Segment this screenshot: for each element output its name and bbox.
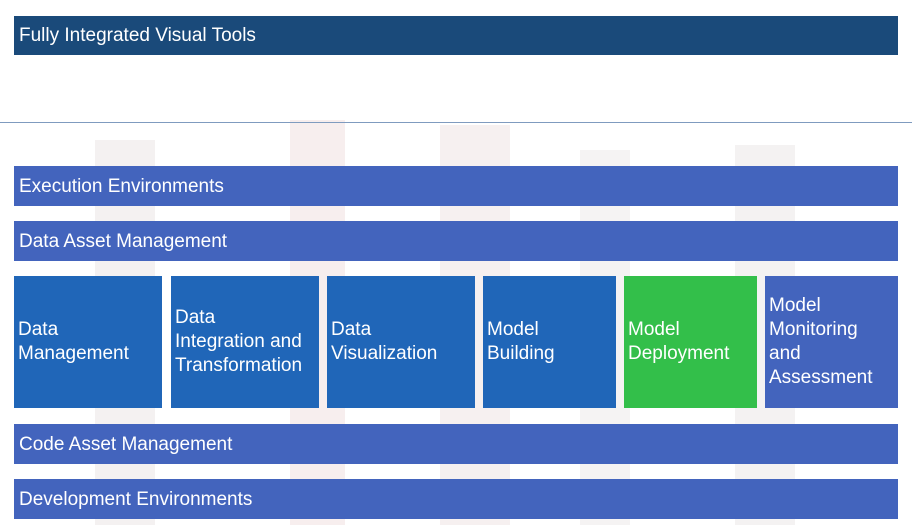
header-title: Fully Integrated Visual Tools [19, 25, 256, 46]
layer-execution-environments: Execution Environments [14, 166, 898, 206]
stage-data-integration: Data Integration and Transformation [171, 276, 319, 408]
stage-label: Model Building [487, 319, 555, 364]
stage-data-visualization: Data Visualization [327, 276, 475, 408]
stage-label: Data Visualization [331, 319, 438, 364]
stage-label: Data Management [18, 319, 129, 364]
layer-code-asset-management: Code Asset Management [14, 424, 898, 464]
divider [0, 122, 912, 123]
layer-development-environments: Development Environments [14, 479, 898, 519]
stage-data-management: Data Management [14, 276, 162, 408]
layer-label: Development Environments [19, 488, 253, 510]
layer-data-asset-management: Data Asset Management [14, 221, 898, 261]
layer-label: Execution Environments [19, 175, 224, 197]
stage-label: Model Monitoring and Assessment [769, 295, 873, 388]
layer-label: Code Asset Management [19, 433, 233, 455]
stage-model-deployment: Model Deployment [624, 276, 757, 408]
header-bar: Fully Integrated Visual Tools [14, 16, 898, 55]
stage-label: Model Deployment [628, 319, 730, 364]
stage-model-monitoring: Model Monitoring and Assessment [765, 276, 898, 408]
layer-label: Data Asset Management [19, 230, 228, 252]
stage-label: Data Integration and Transformation [175, 307, 303, 376]
stage-model-building: Model Building [483, 276, 616, 408]
